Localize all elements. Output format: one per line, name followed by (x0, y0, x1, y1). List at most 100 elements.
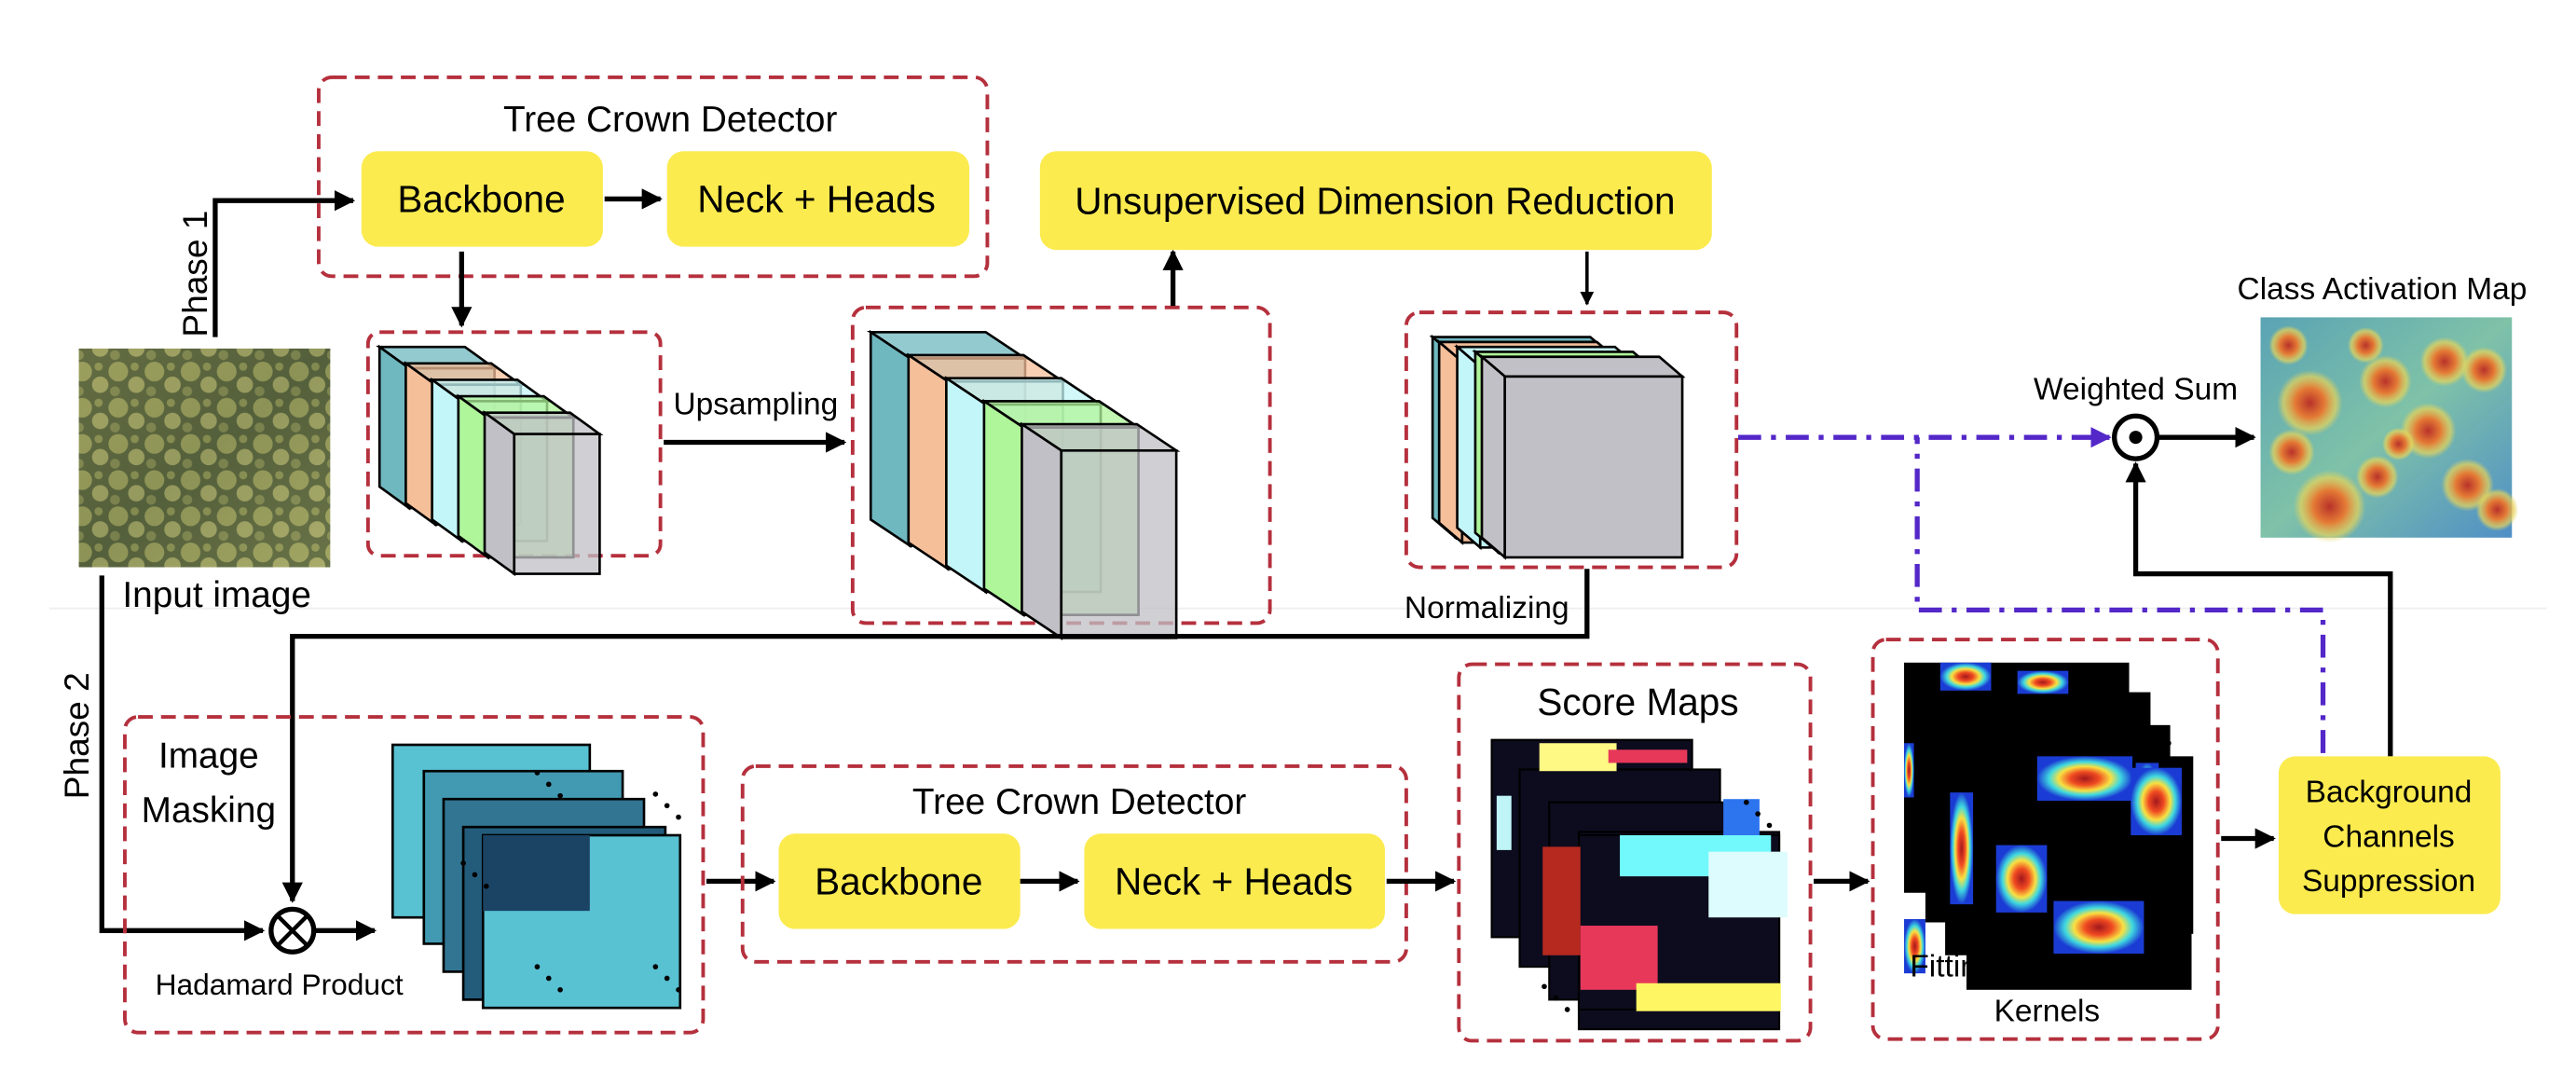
feature-map-5 (1018, 421, 1181, 640)
ellipsis-dot (1564, 1007, 1570, 1012)
phase1-label: Phase 1 (175, 211, 214, 337)
score-block (1496, 795, 1512, 850)
slab-side (483, 410, 516, 577)
slab-side (945, 376, 987, 595)
suppression-label-line3: Suppression (2302, 864, 2475, 899)
suppression-label-line1: Background (2306, 776, 2473, 810)
score-block (1539, 743, 1617, 772)
slab-side (907, 352, 950, 571)
ellipsis-dot (545, 781, 552, 788)
detector-title-phase2: Tree Crown Detector (912, 782, 1246, 822)
gaussian-kernel (2053, 900, 2144, 955)
backbone-module-phase2: Backbone (778, 833, 1021, 929)
dimension-reduction-module: Unsupervised Dimension Reduction (1039, 151, 1712, 251)
detector-title-phase1: Tree Crown Detector (503, 100, 837, 140)
ellipsis-dot (1755, 811, 1761, 817)
weighted-sum-label: Weighted Sum (2034, 373, 2238, 407)
activation-hotspot (2355, 455, 2399, 499)
gaussian-label-line1: Fitting 2D Gaussian (1910, 950, 2184, 984)
activation-hotspot (2277, 369, 2343, 436)
score-block (1608, 749, 1688, 763)
image-masking-group (123, 715, 706, 1035)
dimension-reduction-label: Unsupervised Dimension Reduction (1075, 179, 1675, 222)
class-activation-map (2260, 317, 2519, 543)
hadamard-label: Hadamard Product (156, 968, 404, 1001)
ellipsis-dot (676, 986, 681, 993)
ellipsis-dot (1541, 983, 1547, 990)
activation-hotspot (2268, 429, 2315, 475)
suppression-feedback-path (1914, 437, 2326, 753)
gaussian-kernel (1939, 662, 1992, 691)
slab-front (1060, 448, 1178, 639)
ellipsis-dot (1743, 799, 1749, 805)
image-masking-title-line2: Masking (142, 790, 276, 831)
ellipsis-dot (2054, 822, 2060, 829)
slab-side (869, 329, 911, 549)
neck-heads-module-phase1: Neck + Heads (666, 151, 970, 247)
score-maps-group (1457, 662, 1813, 1043)
slab-front (513, 433, 601, 575)
multiscale-feature-maps (376, 344, 604, 577)
neck-heads-label-phase2: Neck + Heads (1115, 859, 1353, 902)
suppression-to-weighted-sum-arrow (2125, 461, 2393, 757)
detector-group-phase1 (317, 75, 990, 279)
score-map-stack (1490, 738, 1788, 1031)
activation-hotspot (2475, 488, 2519, 531)
suppression-label-line2: Channels (2323, 819, 2455, 854)
ellipsis-dot (557, 986, 563, 993)
gaussian-kernel (1950, 792, 1974, 905)
ellipsis-dot (1766, 822, 1773, 829)
activation-hotspot (2359, 354, 2412, 408)
phase2-input-arrow (99, 575, 266, 941)
neck-heads-label-phase1: Neck + Heads (697, 178, 936, 221)
backbone-module-phase1: Backbone (361, 151, 603, 247)
ellipsis-dot (472, 872, 478, 878)
phase1-arrow (212, 190, 356, 337)
phase2-label: Phase 2 (57, 672, 96, 799)
ellipsis-dot (676, 814, 681, 820)
suppression-module: Background Channels Suppression (2278, 756, 2501, 914)
ellipsis-dot (2143, 721, 2148, 726)
masked-images (391, 743, 682, 1010)
detector-group-phase2 (740, 763, 1408, 964)
upsampling-label: Upsampling (673, 387, 838, 421)
gaussian-kernel (2036, 756, 2133, 801)
feature-map-5 (480, 410, 604, 577)
circled-times-icon (268, 906, 317, 955)
activation-hotspot (2460, 347, 2507, 393)
input-image (78, 348, 331, 568)
score-block (1636, 983, 1781, 1011)
gaussian-kernel (2017, 670, 2069, 694)
backbone-label-phase1: Backbone (397, 178, 565, 221)
gaussian-label-line2: Kernels (1994, 994, 2101, 1028)
image-masking-title-line1: Image (158, 736, 259, 777)
ellipsis-dot (460, 860, 466, 866)
ellipsis-dot (557, 792, 563, 799)
ellipsis-dot (534, 964, 541, 969)
ellipsis-dot (1553, 995, 1559, 1001)
normalizing-arrow (281, 569, 1590, 903)
ellipsis-dot (664, 975, 670, 982)
gaussian-kernel (1995, 845, 2048, 913)
reduced-map-5 (1478, 353, 1686, 560)
ellipsis-dot (652, 964, 659, 969)
slab-top (1478, 355, 1686, 378)
score-maps-title: Score Maps (1537, 680, 1738, 723)
activation-hotspot (2381, 427, 2416, 460)
score-block (1708, 851, 1788, 918)
reduced-feature-maps (1429, 334, 1686, 560)
activation-hotspot (2347, 326, 2384, 364)
ellipsis-dot (2154, 730, 2160, 736)
gaussian-kernel (1904, 743, 1914, 798)
ellipsis-dot (545, 975, 552, 982)
ellipsis-dot (534, 770, 541, 776)
ellipsis-dot (2166, 740, 2172, 747)
activation-hotspot (2419, 337, 2470, 387)
slab-side (982, 398, 1025, 618)
normalizing-label: Normalizing (1404, 591, 1569, 625)
ellipsis-dot (664, 803, 670, 809)
slab-side (1021, 421, 1063, 640)
activation-hotspot (2293, 470, 2366, 543)
ellipsis-dot (652, 791, 659, 797)
